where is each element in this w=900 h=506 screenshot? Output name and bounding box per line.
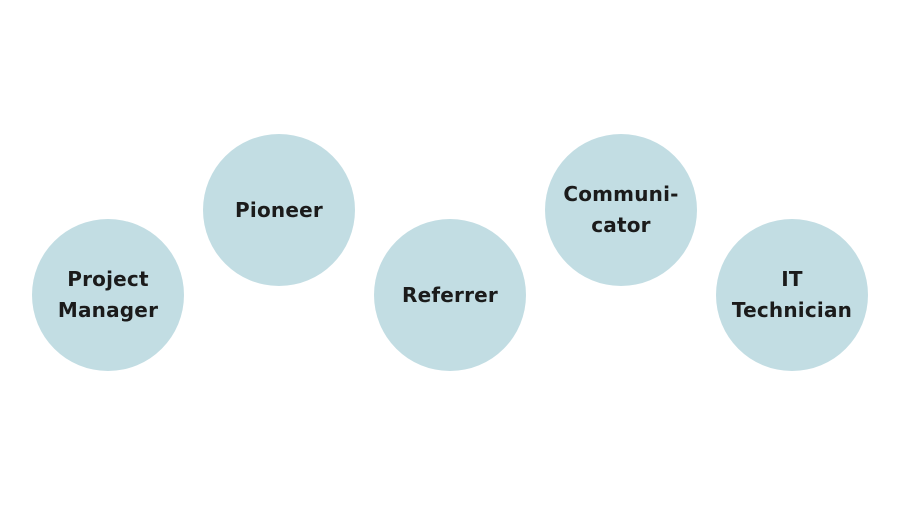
role-circle-project-manager: Project Manager xyxy=(32,219,184,371)
role-circle-referrer: Referrer xyxy=(374,219,526,371)
role-label: Pioneer xyxy=(235,195,323,226)
role-circle-communicator: Communi- cator xyxy=(545,134,697,286)
role-circle-it-technician: IT Technician xyxy=(716,219,868,371)
role-label-line2: Manager xyxy=(57,298,159,322)
role-label: Referrer xyxy=(402,280,498,311)
role-circle-pioneer: Pioneer xyxy=(203,134,355,286)
role-label-line1: Referrer xyxy=(402,282,498,307)
role-label-line1: Pioneer xyxy=(235,197,323,222)
role-label-line1: IT xyxy=(781,267,803,291)
role-label-line1: Project xyxy=(67,267,149,291)
role-label: IT Technician xyxy=(732,264,852,326)
role-label-line2: Technician xyxy=(731,298,853,322)
role-label: Project Manager xyxy=(58,264,158,326)
role-label-line1: Communi- xyxy=(563,182,679,206)
role-label: Communi- cator xyxy=(563,179,678,241)
role-label-line2: cator xyxy=(591,213,651,237)
